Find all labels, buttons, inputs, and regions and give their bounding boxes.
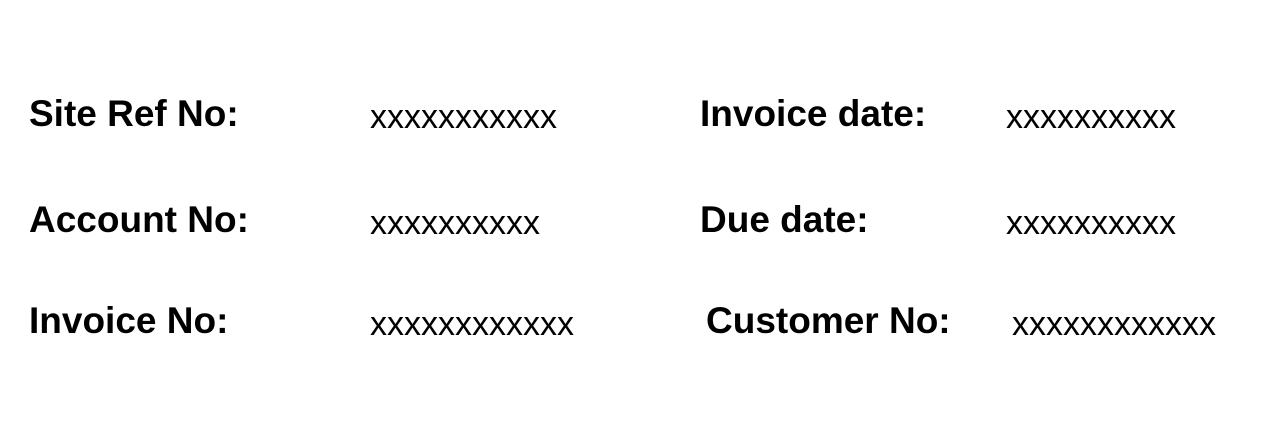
invoice-date-value: xxxxxxxxxx: [1006, 98, 1176, 136]
account-no-value: xxxxxxxxxx: [370, 204, 540, 242]
invoice-no-label: Invoice No:: [29, 300, 229, 341]
customer-no-label: Customer No:: [706, 300, 951, 341]
customer-no-value: xxxxxxxxxxxx: [1012, 305, 1216, 343]
account-no-label: Account No:: [29, 199, 249, 240]
invoice-date-label: Invoice date:: [700, 93, 927, 134]
site-ref-no-value: xxxxxxxxxxx: [370, 98, 557, 136]
due-date-value: xxxxxxxxxx: [1006, 204, 1176, 242]
site-ref-no-label: Site Ref No:: [29, 93, 239, 134]
invoice-no-value: xxxxxxxxxxxx: [370, 305, 574, 343]
due-date-label: Due date:: [700, 199, 869, 240]
